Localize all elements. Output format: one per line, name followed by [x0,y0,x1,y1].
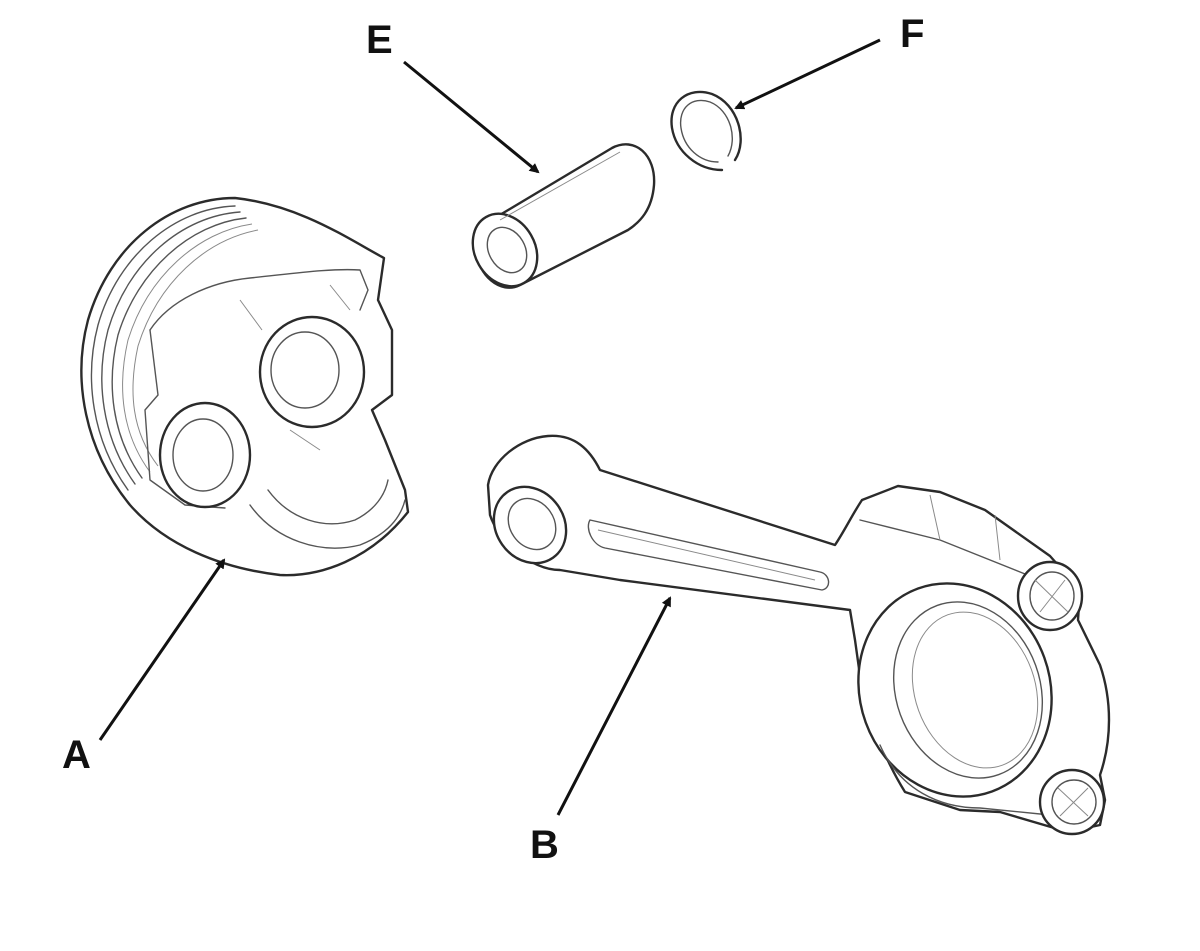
callout-label-a: A [62,733,91,777]
leader-line-b [556,596,672,816]
snap-ring-icon [670,90,742,172]
leader-line-f [734,38,881,110]
leader-line-a [98,558,226,741]
callout-label-f: F [900,12,924,56]
leader-line-e [403,60,540,174]
piston-pin-icon [471,143,656,289]
callout-label-b: B [530,823,559,867]
connecting-rod-icon [486,434,1111,836]
callout-label-e: E [366,18,393,62]
piston-icon [80,196,410,577]
